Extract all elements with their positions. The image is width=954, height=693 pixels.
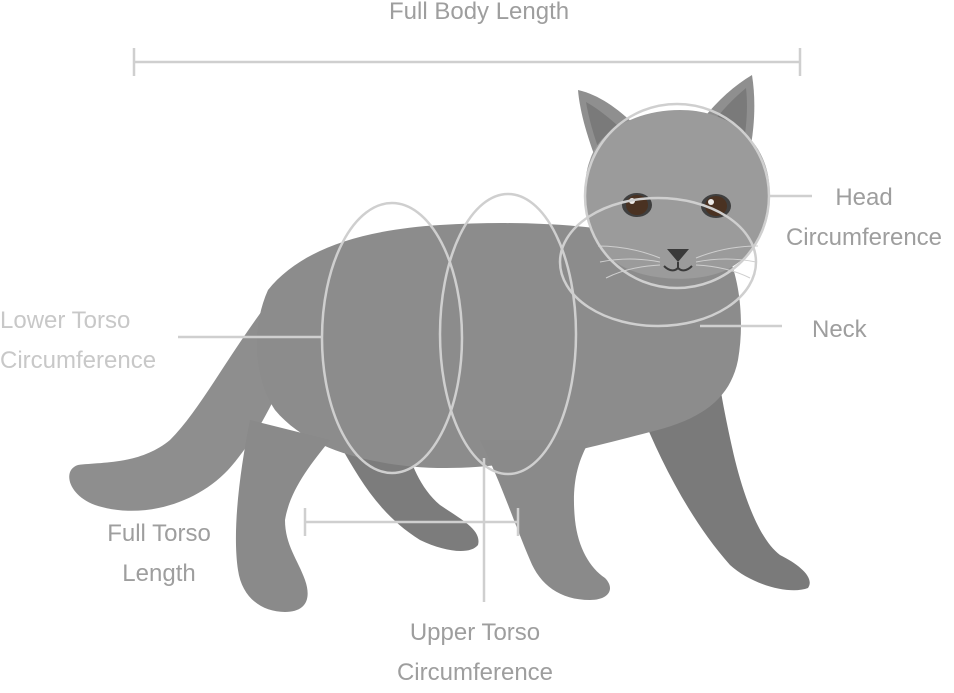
upper-torso-circumference-label-line1: Upper Torso xyxy=(409,619,541,646)
cat-mouth xyxy=(663,262,693,272)
lower-torso-circumference-label: Lower Torso Circumference xyxy=(0,301,156,381)
cat-nose xyxy=(667,249,689,262)
full-torso-length-line xyxy=(303,508,520,536)
upper-torso-circumference-label: Upper Torso Circumference xyxy=(386,613,564,693)
neck-label: Neck xyxy=(812,316,867,343)
cat-head xyxy=(585,110,770,279)
neck-ring xyxy=(558,196,758,328)
head-circumference-ring xyxy=(583,102,771,290)
cat-near-front-leg xyxy=(480,440,610,600)
cat-far-front-leg xyxy=(640,385,810,591)
full-body-length-line xyxy=(132,48,802,76)
cat-near-hind-leg xyxy=(235,420,330,612)
lower-torso-circumference-label-line2: Circumference xyxy=(0,347,157,374)
cat-body xyxy=(256,223,741,468)
head-circumference-label-line2: Circumference xyxy=(785,224,943,251)
full-torso-length-label-line1: Full Torso xyxy=(107,520,211,547)
upper-torso-circumference-ring xyxy=(438,192,578,476)
full-body-length-label: Full Body Length xyxy=(389,0,570,25)
cat-illustration xyxy=(69,75,810,612)
cat-tail xyxy=(69,300,293,511)
full-torso-length-label-line2: Length xyxy=(122,560,196,587)
head-circumference-label: Head Circumference xyxy=(778,178,950,258)
head-circumference-label-line1: Head xyxy=(835,184,893,211)
full-torso-length-label: Full Torso Length xyxy=(88,514,230,594)
measurement-guides xyxy=(132,48,812,602)
lower-torso-circumference-label-line1: Lower Torso xyxy=(0,307,131,334)
upper-torso-circumference-label-line2: Circumference xyxy=(396,659,554,686)
